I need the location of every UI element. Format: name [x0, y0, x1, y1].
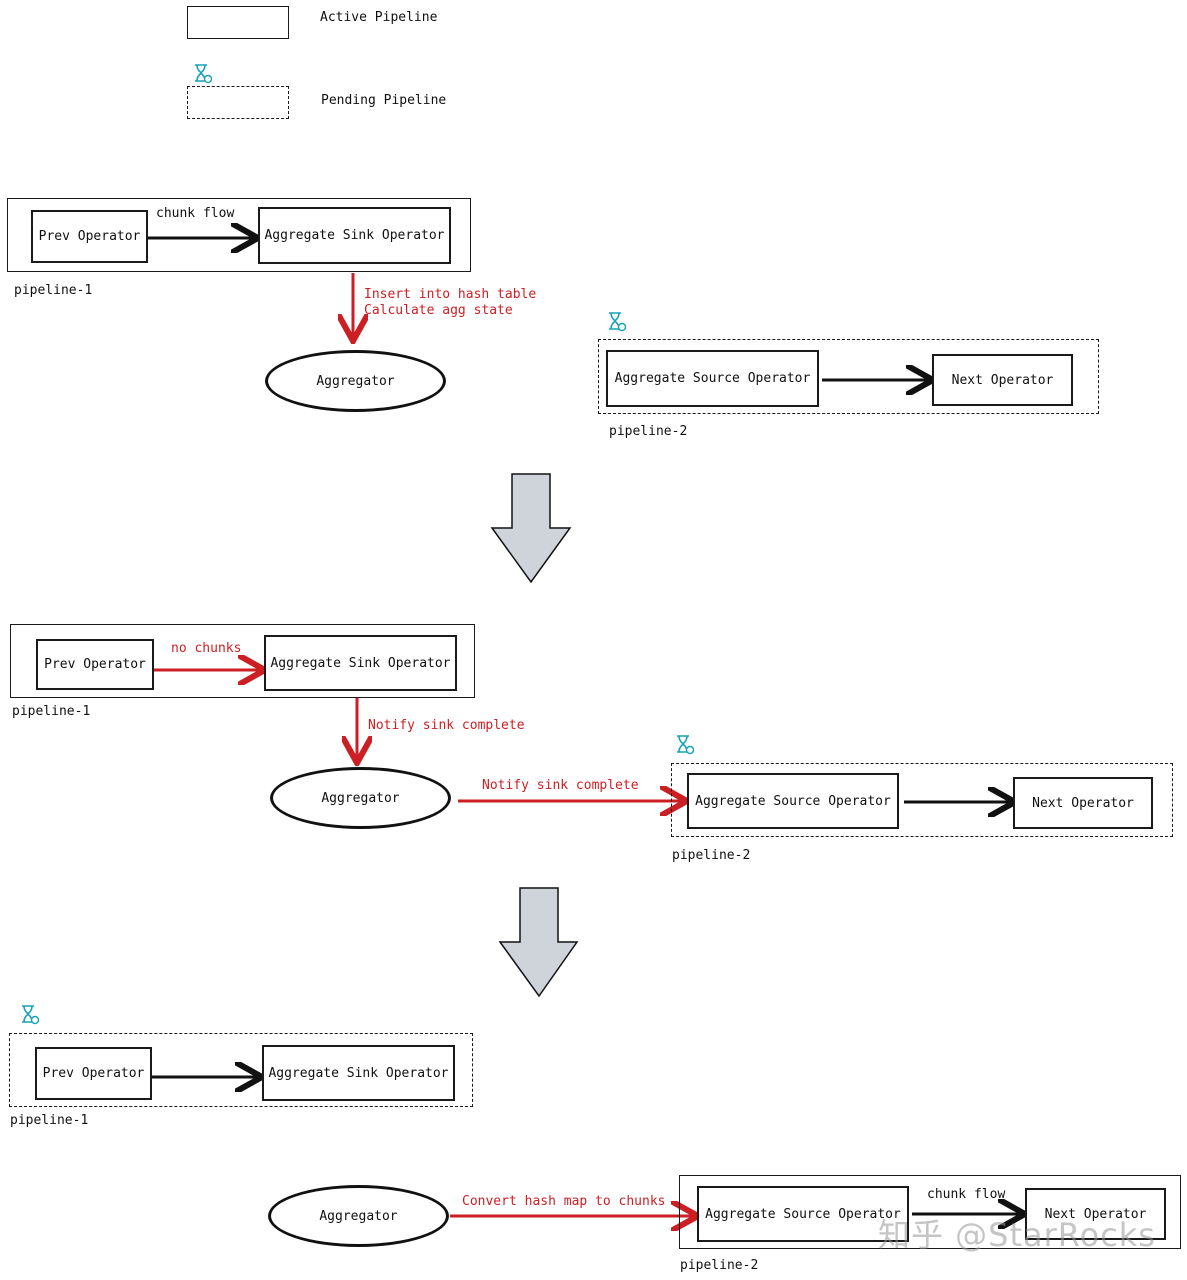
aggregate-source-operator: Aggregate Source Operator	[606, 350, 819, 407]
pipeline-2-label: pipeline-2	[680, 1258, 759, 1273]
chunk-flow-label: chunk flow	[156, 206, 235, 221]
legend-active-label: Active Pipeline	[320, 10, 438, 25]
next-operator: Next Operator	[932, 354, 1073, 406]
hourglass-icon	[609, 312, 626, 332]
hourglass-icon	[195, 64, 212, 84]
pipeline-2-label: pipeline-2	[672, 848, 751, 863]
pipeline-2-container	[679, 1175, 1181, 1249]
pipeline-2-label: pipeline-2	[609, 424, 688, 439]
next-operator: Next Operator	[1025, 1188, 1166, 1240]
big-down-arrow	[498, 887, 579, 998]
aggregator-node: Aggregator	[268, 1185, 449, 1247]
hourglass-icon	[677, 735, 694, 755]
prev-operator: Prev Operator	[36, 639, 154, 690]
no-chunks-label: no chunks	[171, 641, 242, 656]
next-operator: Next Operator	[1013, 777, 1153, 829]
pipeline-1-container	[7, 198, 471, 272]
chunk-flow-label: chunk flow	[927, 1187, 1006, 1202]
pipeline-1-container	[9, 1033, 473, 1107]
insert-hash-label: Insert into hash table	[364, 287, 537, 302]
pipeline-1-label: pipeline-1	[10, 1113, 89, 1128]
big-down-arrow	[490, 473, 572, 584]
aggregate-sink-operator: Aggregate Sink Operator	[264, 635, 457, 691]
hourglass-icon	[22, 1005, 39, 1025]
pipeline-1-label: pipeline-1	[12, 704, 91, 719]
aggregate-source-operator: Aggregate Source Operator	[697, 1186, 909, 1242]
convert-hash-map-label: Convert hash map to chunks	[462, 1194, 666, 1209]
aggregator-node: Aggregator	[270, 767, 451, 829]
pipeline-2-container	[598, 339, 1099, 414]
legend-pending-label: Pending Pipeline	[321, 93, 447, 108]
calc-agg-label: Calculate agg state	[364, 303, 513, 318]
legend-active-swatch	[187, 6, 289, 39]
pipeline-2-container	[671, 763, 1173, 837]
pipeline-1-container	[10, 624, 475, 698]
prev-operator: Prev Operator	[35, 1047, 152, 1100]
aggregator-node: Aggregator	[265, 350, 446, 412]
pipeline-1-label: pipeline-1	[14, 283, 93, 298]
aggregate-source-operator: Aggregate Source Operator	[687, 773, 899, 829]
aggregate-sink-operator: Aggregate Sink Operator	[258, 207, 451, 264]
notify-sink-complete-label: Notify sink complete	[482, 778, 639, 793]
aggregate-sink-operator: Aggregate Sink Operator	[262, 1045, 455, 1101]
notify-sink-complete-label: Notify sink complete	[368, 718, 525, 733]
legend-pending-swatch	[187, 86, 289, 119]
watermark: 知乎 @StarRocks	[878, 1216, 1156, 1254]
prev-operator: Prev Operator	[31, 210, 148, 263]
